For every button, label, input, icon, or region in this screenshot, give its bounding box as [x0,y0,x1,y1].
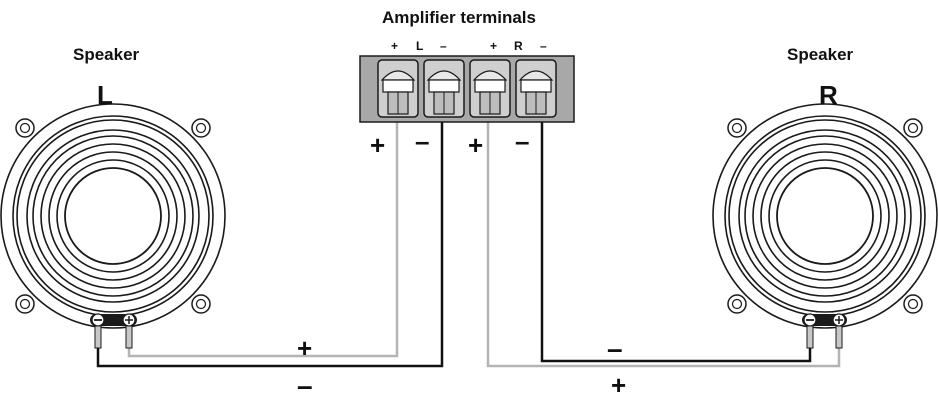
speaker-cone [776,167,874,265]
polarity-mark-right-positive: + [468,130,484,160]
speaker-left-caption: Speaker [73,45,140,64]
amplifier-title: Amplifier terminals [382,8,536,27]
mounting-hole [903,294,923,314]
wire-label-right-positive: + [611,370,627,400]
polarity-mark-right-negative: – [515,126,530,156]
terminal-label-right-negative: – [540,39,547,53]
speaker-left-side-label: L [97,80,113,110]
wire-label-right-negative: – [607,333,623,364]
screw-terminal-2 [423,59,465,118]
mounting-hole [191,118,211,138]
wire-right-negative [540,92,812,363]
speaker-cone [64,167,162,265]
mounting-hole [15,118,35,138]
screw-terminal-1 [377,59,419,118]
polarity-mark-left-negative: – [415,126,430,156]
mounting-hole [191,294,211,314]
speaker-minus-terminal [91,313,105,349]
terminal-label-right-positive: + [490,39,498,53]
wire-left-negative [96,92,444,368]
screw-terminal-4 [515,59,557,118]
amplifier-terminal-block [359,55,575,123]
polarity-mark-left-positive: + [370,130,386,160]
wire-right-positive [486,98,841,368]
speaker-plus-terminal [122,313,136,349]
speaker-plus-terminal [832,313,846,349]
speaker-right [712,103,938,349]
speaker-right-caption: Speaker [787,45,854,64]
mounting-hole [903,118,923,138]
wire-label-left-positive: + [297,333,313,363]
wire-label-left-negative: – [297,370,313,401]
mounting-hole [15,294,35,314]
terminal-label-left-negative: – [440,39,447,53]
speaker-left [0,103,226,349]
mounting-hole [727,118,747,138]
speaker-minus-terminal [803,313,817,349]
terminal-label-left-positive: + [391,39,399,53]
terminal-label-right: R [514,39,523,53]
mounting-hole [727,294,747,314]
screw-terminal-3 [469,59,511,118]
speaker-right-side-label: R [819,80,838,110]
terminal-label-left: L [416,39,424,53]
